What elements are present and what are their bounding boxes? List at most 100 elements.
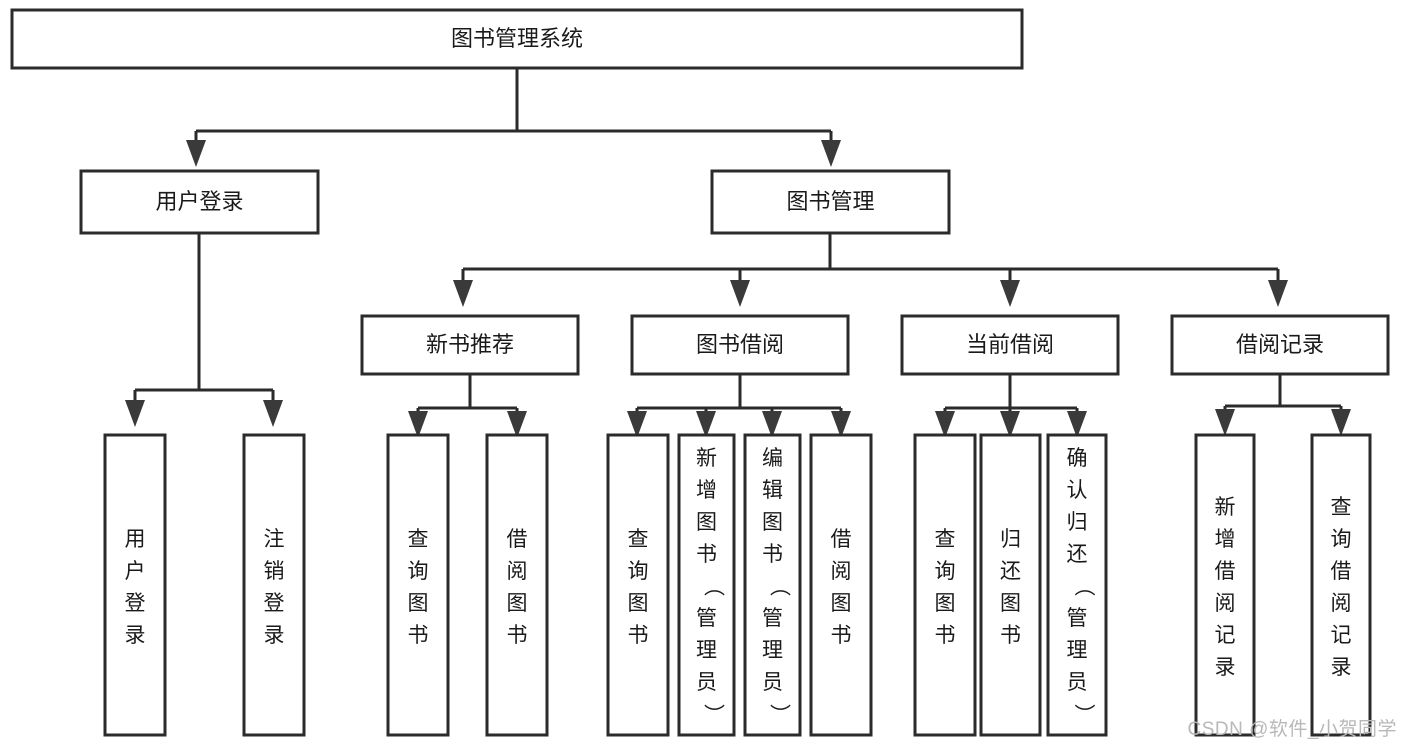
node-leaf-user-login[interactable]: 用户登录	[103, 433, 167, 737]
node-label: 借阅记录	[1236, 332, 1324, 357]
node-box	[242, 433, 306, 737]
node-label-char: 辑	[762, 479, 783, 502]
connector-borrow-record-to-leaves	[1223, 374, 1343, 416]
node-box	[10, 8, 1024, 70]
node-box	[1046, 433, 1108, 737]
node-label-char: 增	[696, 479, 717, 502]
node-borrow-record[interactable]: 借阅记录	[1170, 314, 1390, 376]
node-label-char: 认	[1067, 479, 1088, 502]
node-label: 用户登录	[155, 189, 243, 214]
node-label-char: 阅	[1331, 592, 1352, 615]
node-label-char: 图	[1000, 592, 1021, 615]
node-label-char: 借	[1331, 560, 1352, 583]
node-label-char: 注	[264, 528, 285, 551]
node-label-char: （	[1072, 576, 1095, 597]
node-label-char: 图	[628, 592, 649, 615]
node-label-char: 用	[125, 528, 146, 551]
node-label-char: 新	[696, 447, 717, 470]
node-label: 图书管理系统	[451, 26, 583, 51]
node-label: 图书管理	[786, 189, 874, 214]
node-label-char: 询	[1331, 528, 1352, 551]
node-label-char: 阅	[507, 560, 528, 583]
node-box	[1310, 433, 1372, 737]
node-label-char: 管	[1067, 607, 1088, 630]
connector-user-login-to-leaves	[133, 233, 275, 405]
node-label-char: 书	[831, 624, 852, 647]
node-label-char: 员	[762, 671, 783, 694]
node-root[interactable]: 图书管理系统	[10, 8, 1024, 70]
node-label-char: 图	[762, 511, 783, 534]
node-label-char: 登	[125, 592, 146, 615]
node-label-char: 书	[408, 624, 429, 647]
node-label-char: 归	[1067, 511, 1088, 534]
node-label-char: 书	[762, 543, 783, 566]
node-box	[979, 433, 1042, 737]
node-label-char: 询	[935, 560, 956, 583]
node-box	[809, 433, 873, 737]
node-book-borrow[interactable]: 图书借阅	[630, 314, 850, 376]
node-label-char: ）	[702, 704, 725, 725]
node-label-char: 记	[1331, 624, 1352, 647]
node-box	[1194, 433, 1256, 737]
node-label: 图书借阅	[696, 332, 784, 357]
arrow-to-current-borrow	[1000, 280, 1020, 307]
node-label-char: （	[768, 576, 791, 597]
node-label-char: 图	[408, 592, 429, 615]
node-label-char: 阅	[1215, 592, 1236, 615]
node-label-char: 员	[696, 671, 717, 694]
node-label-char: 查	[628, 528, 649, 551]
node-current-borrow[interactable]: 当前借阅	[900, 314, 1120, 376]
node-box	[79, 169, 320, 235]
node-label-char: 记	[1215, 624, 1236, 647]
node-label-char: 确	[1067, 447, 1088, 470]
node-box	[900, 314, 1120, 376]
node-label-char: 书	[628, 624, 649, 647]
node-box	[913, 433, 977, 737]
node-label-char: 书	[935, 624, 956, 647]
node-new-book-recommend[interactable]: 新书推荐	[360, 314, 580, 376]
node-label-char: 录	[1215, 656, 1236, 679]
arrow-to-new-book-recommend	[453, 280, 473, 307]
arrow-to-user-login	[186, 140, 206, 167]
node-box	[1170, 314, 1390, 376]
node-label-char: 阅	[831, 560, 852, 583]
node-box	[606, 433, 670, 737]
connector-book-borrow-to-leaves	[635, 374, 843, 418]
node-label-char: 编	[762, 447, 783, 470]
arrow-to-leaf-add-record	[1215, 409, 1235, 436]
node-box	[743, 433, 802, 737]
node-label-char: 借	[507, 528, 528, 551]
watermark-text: CSDN @软件_小贺同学	[1187, 719, 1397, 740]
connector-root-to-level2	[194, 68, 833, 146]
connector-book-management-to-level3	[461, 233, 1280, 285]
arrow-to-book-management	[821, 140, 841, 167]
node-label-char: 查	[408, 528, 429, 551]
node-label-char: 销	[264, 560, 285, 583]
arrow-to-book-borrow	[730, 280, 750, 307]
node-label-char: 图	[696, 511, 717, 534]
node-label-char: ）	[768, 704, 791, 725]
node-label-char: ）	[1072, 704, 1095, 725]
node-user-login[interactable]: 用户登录	[79, 169, 320, 235]
node-label-char: 录	[264, 624, 285, 647]
node-layer: 图书管理系统用户登录图书管理新书推荐图书借阅当前借阅借阅记录用户登录注销登录查询…	[10, 8, 1390, 737]
node-label-char: 图	[935, 592, 956, 615]
node-box	[360, 314, 580, 376]
node-label-char: 书	[696, 543, 717, 566]
arrow-to-leaf-logout	[263, 400, 283, 427]
node-book-management[interactable]: 图书管理	[710, 169, 951, 235]
